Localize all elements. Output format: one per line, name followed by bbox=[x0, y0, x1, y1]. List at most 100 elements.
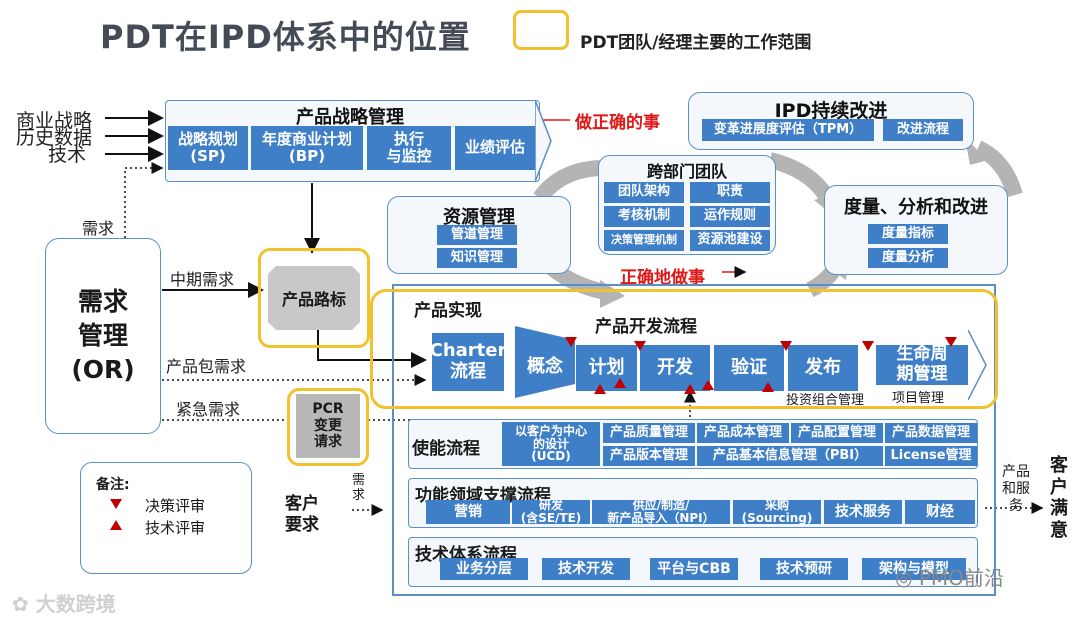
cross-team-title: 跨部门团队 bbox=[646, 162, 727, 181]
measure-title: 度量、分析和改进 bbox=[844, 197, 988, 218]
tech-dev: 技术开发 bbox=[542, 558, 630, 580]
page-title: PDT在IPD体系中的位置 bbox=[100, 18, 471, 56]
tech-layering: 业务分层 bbox=[440, 558, 528, 580]
legend-label: PDT团队/经理主要的工作范围 bbox=[580, 33, 812, 53]
ipd-frame bbox=[392, 284, 996, 596]
phase-concept: 概念 bbox=[527, 356, 563, 377]
mid-demand-label: 中期需求 bbox=[170, 270, 235, 289]
watermark-right: ◎ PMO前沿 bbox=[895, 562, 1004, 591]
watermark-right-text: PMO前沿 bbox=[918, 566, 1004, 590]
phase-verify: 验证 bbox=[714, 345, 784, 391]
demand-link bbox=[124, 162, 164, 238]
support-marketing: 营销 bbox=[426, 500, 510, 524]
config-mgmt: 产品配置管理 bbox=[791, 423, 883, 443]
do-thing-right: 正确地做事 bbox=[620, 268, 705, 288]
legend-swatch bbox=[513, 10, 569, 50]
charter-box: Charter 流程 bbox=[430, 333, 506, 391]
strategy-panel-tip bbox=[535, 100, 552, 182]
improve-process-box: 改进流程 bbox=[883, 119, 963, 141]
resource-title: 资源管理 bbox=[443, 207, 515, 228]
measure-analysis: 度量分析 bbox=[868, 248, 948, 268]
pipeline-management: 管道管理 bbox=[437, 225, 517, 245]
ipd-improve-title: IPD持续改进 bbox=[774, 100, 888, 122]
ucd-box: 以客户为中心 的设计 (UCD) bbox=[502, 422, 600, 466]
roadmap-shape bbox=[268, 266, 360, 330]
strategy-evaluate: 业绩评估 bbox=[455, 126, 535, 170]
watermark-left-logo-icon: ✿ bbox=[12, 592, 29, 616]
enable-title: 使能流程 bbox=[412, 439, 480, 459]
technical-review-marker bbox=[762, 382, 774, 392]
realize-highlight bbox=[370, 289, 998, 409]
requirement-small: 需 求 bbox=[352, 473, 366, 503]
realize-title: 产品实现 bbox=[414, 301, 482, 321]
urgent-demand-label: 紧急需求 bbox=[176, 400, 241, 419]
support-finance: 财经 bbox=[905, 500, 975, 524]
roadmap-to-charter-arrow bbox=[317, 330, 427, 368]
customer-satisfaction: 客户 满意 bbox=[1050, 455, 1068, 541]
strategy-bp: 年度商业计划 (BP) bbox=[251, 126, 363, 170]
wechat-icon: ◎ bbox=[895, 566, 913, 590]
resource-pool: 资源池建设 bbox=[690, 230, 770, 251]
phase-develop: 开发 bbox=[640, 345, 710, 391]
license-mgmt: License管理 bbox=[885, 446, 977, 466]
technical-review-marker bbox=[614, 378, 626, 388]
strategy-title: 产品战略管理 bbox=[296, 107, 404, 128]
product-service-label: 产品 和服 务 bbox=[1002, 464, 1030, 514]
operation-rules: 运作规则 bbox=[690, 206, 770, 227]
watermark-left: ✿ 大数跨境 bbox=[12, 588, 116, 617]
decision-review-marker bbox=[780, 341, 792, 351]
pcr-highlight bbox=[287, 388, 369, 466]
roadmap-highlight bbox=[258, 248, 370, 348]
decision-review-marker bbox=[634, 341, 646, 351]
technical-review-marker bbox=[702, 380, 714, 390]
cost-mgmt: 产品成本管理 bbox=[697, 423, 789, 443]
concept-funnel bbox=[515, 326, 575, 398]
responsibility: 职责 bbox=[690, 182, 770, 203]
support-sourcing: 采购 (Sourcing) bbox=[733, 499, 821, 524]
technical-review-legend: 技术评审 bbox=[145, 519, 206, 537]
watermark-left-text: 大数跨境 bbox=[35, 592, 116, 616]
input-technology: 技术 bbox=[48, 144, 87, 166]
support-supply: 供应/制造/ 新产品导入（NPI） bbox=[592, 499, 730, 524]
support-rnd: 研发 (含SE/TE) bbox=[512, 499, 590, 524]
demand-label: 需求 bbox=[82, 219, 115, 238]
strategy-sp: 战略规划 (SP) bbox=[168, 126, 248, 170]
decision-mechanism: 决策管理机制 bbox=[604, 230, 684, 251]
data-mgmt: 产品数据管理 bbox=[885, 423, 977, 443]
phase-launch: 发布 bbox=[788, 345, 858, 391]
cycle-arrow bbox=[767, 152, 833, 201]
lifecycle-tip bbox=[968, 330, 987, 400]
tpm-box: 变革进展度评估（TPM） bbox=[702, 119, 874, 141]
pcr-box: PCR 变更 请求 bbox=[296, 394, 360, 458]
technical-review-marker bbox=[684, 384, 696, 394]
quality-mgmt: 产品质量管理 bbox=[603, 423, 695, 443]
project-label: 项目管理 bbox=[892, 391, 945, 406]
customer-requirement: 客户 要求 bbox=[285, 494, 319, 536]
dev-flow-title: 产品开发流程 bbox=[595, 317, 697, 337]
roadmap-label: 产品路标 bbox=[281, 290, 346, 309]
tech-research: 技术预研 bbox=[760, 558, 848, 580]
version-mgmt: 产品版本管理 bbox=[603, 446, 695, 466]
support-tech-service: 技术服务 bbox=[824, 500, 902, 524]
decision-review-marker bbox=[862, 341, 874, 351]
package-demand-label: 产品包需求 bbox=[166, 357, 247, 376]
measure-metrics: 度量指标 bbox=[868, 224, 948, 244]
tech-platform: 平台与CBB bbox=[650, 558, 738, 580]
do-right-thing: 做正确的事 bbox=[575, 113, 660, 133]
strategy-execute: 执行 与监控 bbox=[367, 126, 451, 170]
lifecycle-box: 生命周 期管理 bbox=[876, 345, 968, 385]
cycle-arrow bbox=[974, 140, 1023, 198]
phase-plan: 计划 bbox=[576, 345, 637, 391]
input-history-data: 历史数据 bbox=[16, 127, 93, 149]
note-panel bbox=[80, 462, 252, 574]
portfolio-label: 投资组合管理 bbox=[786, 393, 865, 408]
pbi-mgmt: 产品基本信息管理（PBI） bbox=[697, 446, 883, 466]
note-title: 备注: bbox=[96, 477, 130, 493]
cycle-arrow bbox=[533, 160, 601, 203]
team-structure: 团队架构 bbox=[604, 182, 684, 203]
decision-review-marker bbox=[945, 337, 957, 347]
knowledge-management: 知识管理 bbox=[437, 248, 517, 268]
or-box: 需求 管理 (OR) bbox=[45, 238, 161, 434]
input-business-strategy: 商业战略 bbox=[16, 110, 93, 132]
technical-review-legend-icon bbox=[110, 520, 122, 530]
